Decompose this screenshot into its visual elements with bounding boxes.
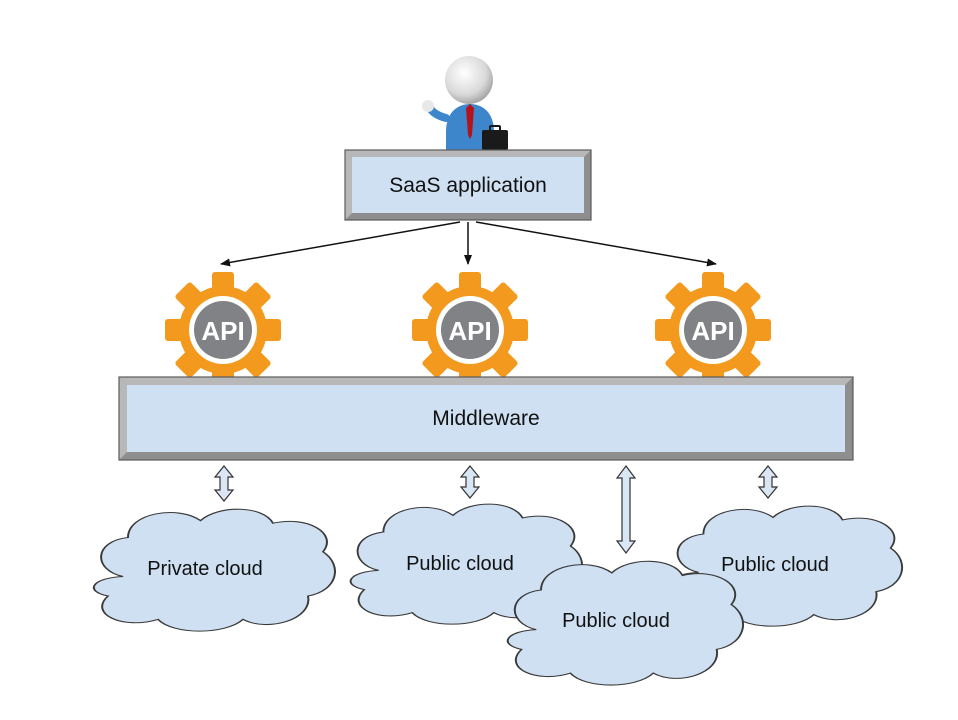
arrow-to-api-right [475,221,717,267]
public-cloud-label-middle: Public cloud [406,553,514,575]
public-cloud-shape-bottom: Public cloud [508,561,743,685]
api-label-3: API [691,316,734,346]
public-cloud-label-right: Public cloud [721,554,829,576]
double-arrow-public-cloud-1 [459,465,481,499]
saas-application-box: SaaS application [344,149,592,221]
api-gear-icon: API [412,272,528,388]
public-cloud-shape-middle: Public cloud [351,504,583,624]
arrow-to-api-left [220,221,461,267]
api-gear-icon: API [165,272,281,388]
public-cloud-shape-right: Public cloud [671,506,903,626]
double-arrow-public-cloud-2 [615,465,637,554]
public-cloud-label-bottom: Public cloud [562,610,670,632]
double-arrow-private-cloud [213,465,235,502]
middleware-box: Middleware [118,376,854,461]
api-label-2: API [448,316,491,346]
person-with-briefcase-icon [422,56,508,152]
api-gear-icon: API [655,272,771,388]
api-label-1: API [201,316,244,346]
saas-application-label: SaaS application [389,174,547,197]
private-cloud-shape: Private cloud [94,509,335,631]
saas-to-api-arrows [220,221,717,267]
middleware-label: Middleware [432,407,539,430]
double-arrow-public-cloud-3 [757,465,779,499]
private-cloud-label: Private cloud [147,558,263,580]
